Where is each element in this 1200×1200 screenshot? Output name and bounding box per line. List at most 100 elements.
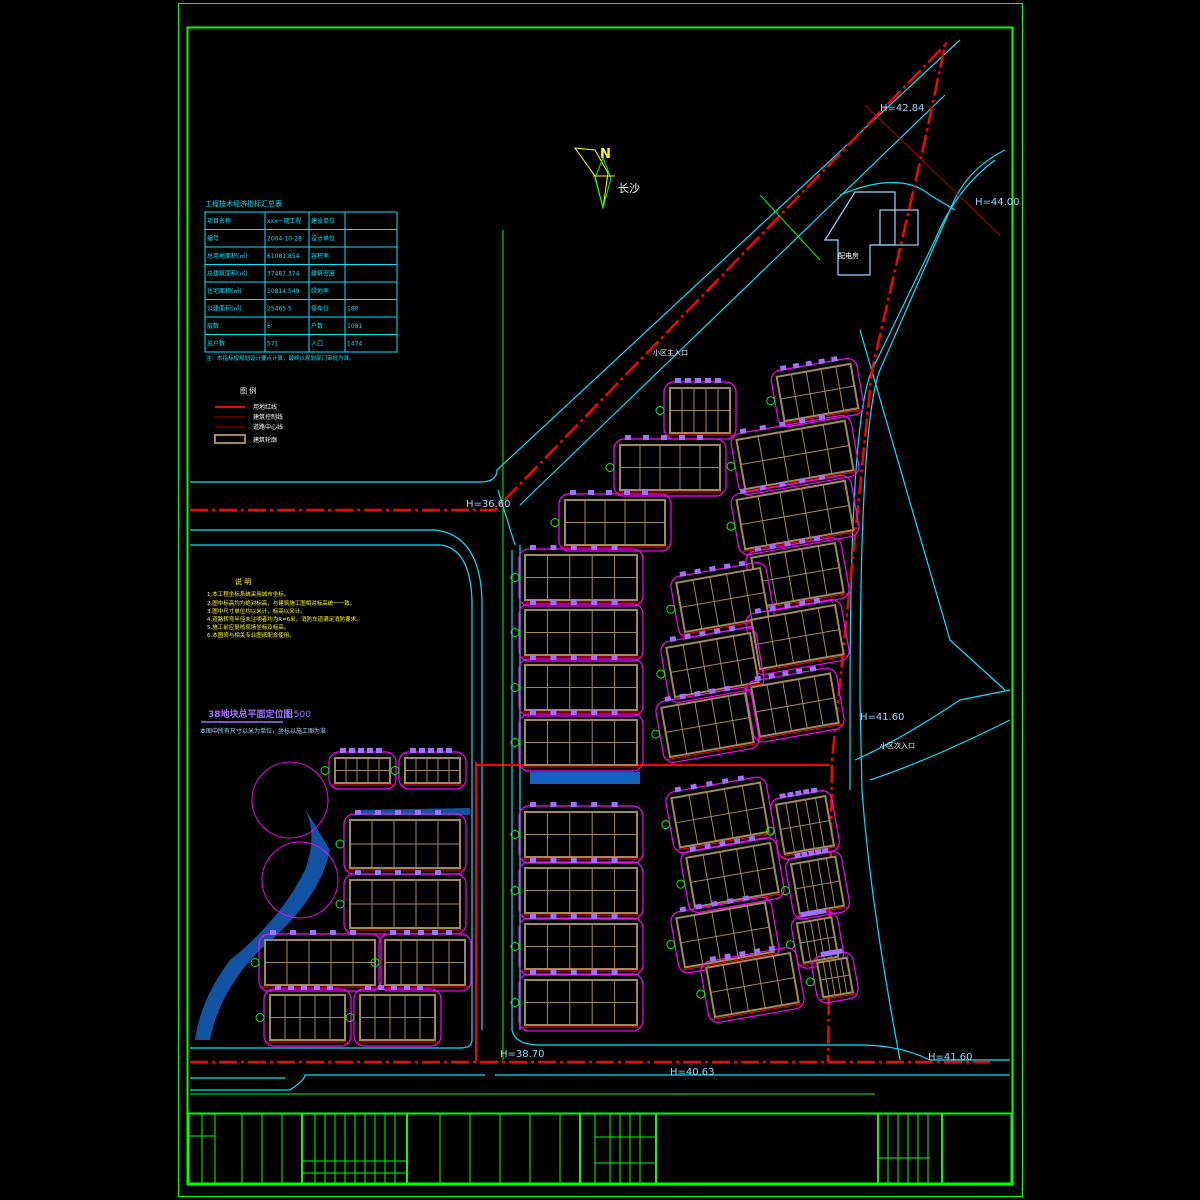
table-cell: 2004-10-28 [267,236,302,243]
notes: 1.本工程坐标系统采用城市坐标。 2.图中标高均为绝对标高，与建筑施工图相对标高… [207,590,362,639]
table-cell: 层数 [207,322,219,330]
building [666,895,780,974]
building [651,685,760,763]
note-item: 6.本图须与相关专业图纸配合使用。 [207,631,295,639]
table-cell: 1081 [347,323,362,330]
plaza-circle [251,761,329,839]
building [510,858,644,920]
building [726,474,860,556]
elevation-label: H=38.70 [500,1049,545,1060]
table-cell: 571 [267,341,279,348]
table-cell: 61081.854 [267,253,300,260]
notes-title: 说 明 [235,577,251,586]
building [605,435,727,497]
building [510,802,644,864]
building [696,945,805,1023]
note-item: 3.图中尺寸单位均以米计，标高以米计。 [207,607,306,615]
building [656,625,765,703]
drawing-title: 38地块总平面定位图 [208,708,293,720]
note-item: 1.本工程坐标系统采用城市坐标。 [207,590,289,598]
building [510,600,644,662]
table-cell: 住宅面积(㎡) [207,287,242,295]
legend-item: 建筑控制线 [253,413,283,421]
table-title: 工程技术经济指标汇总表 [205,199,282,208]
legend: 用地红线 建筑控制线 道路中心线 建筑轮廓 [214,403,283,444]
building [345,985,442,1047]
legend-title: 图 例 [240,386,256,395]
table-cell: 项目名称 [207,217,231,225]
table-cell: 容积率 [311,252,329,260]
table-cell: 25465.5 [267,306,292,313]
plant-label: 配电房 [838,251,859,260]
note-item: 2.图中标高均为绝对标高，与建筑施工图相对标高统一一致。 [207,599,355,607]
entrance-label: 小区次入口 [880,741,915,750]
table-cell: 180 [347,306,359,313]
building [335,810,467,875]
legend-item: 建筑轮廓 [253,436,277,444]
building [510,914,644,976]
table-cell: 总户数 [207,340,225,348]
title-block [187,1112,1013,1185]
roads [190,39,1011,1091]
elevation-label: H=44.00 [975,197,1020,208]
building [320,748,397,790]
building [390,748,467,790]
building [510,710,644,772]
table-note: 注：本指标按规划设计要点计算，最终以规划部门审批为准。 [206,354,355,362]
table-cell: 设计单位 [311,235,335,243]
table-cell: 户数 [311,322,323,330]
drawing-scale: 1:500 [285,710,311,720]
entrance-label: 小区主入口 [653,348,688,357]
building [255,985,352,1047]
building [676,835,785,913]
building [805,948,859,1004]
table-cell: 建筑密度 [311,270,335,278]
outer-frame [178,3,1023,1197]
building [510,970,644,1032]
building [741,665,845,743]
north-arrow-icon [573,147,615,210]
table-cell: 总用地面积(㎡) [207,252,248,260]
table-cell: xxx一期工程 [267,217,302,225]
drawing-subtitle: 本图中所有尺寸以米为单位，坐标以施工图为准 [200,727,326,735]
dimension-lines [190,194,875,1095]
building [661,775,775,854]
road-edge-north [190,39,961,483]
building [250,930,382,992]
building [510,545,644,607]
legend-item: 用地红线 [253,403,277,411]
building [766,787,840,860]
table-cell: 总建筑面积(㎡) [207,270,248,278]
elevation-label: H=41.60 [928,1052,973,1063]
building [335,870,467,935]
building [655,378,737,440]
building [370,930,472,992]
elevation-label: H=40.63 [670,1067,715,1078]
table-cell: 停车位 [311,305,329,313]
table-cell: 1474 [347,341,362,348]
table-cell: 6 [267,323,271,330]
north-label: N [600,147,611,162]
table-cell: 10814.549 [267,288,300,295]
building [780,847,850,920]
plaza-circle [261,841,339,919]
buildings [250,356,865,1047]
elevation-label: H=36.60 [466,499,511,510]
table-cell: 人口 [311,341,323,348]
building [766,356,865,428]
elevation-label: H=42.84 [880,103,925,114]
note-item: 4.道路转弯半径未注明者均为R=6米，消防车道满足消防要求。 [207,615,362,623]
place-label: 长沙 [618,182,640,195]
table-cell: 编号 [207,235,219,243]
note-item: 5.施工前应复核现场坐标及标高。 [207,623,289,631]
building [741,535,850,613]
table-cell: 建设单位 [311,217,335,225]
elevation-label: H=41.60 [860,712,905,723]
table-cell: 绿地率 [311,287,329,295]
legend-item: 道路中心线 [253,423,283,431]
building [726,414,860,496]
utility-building [823,191,919,276]
control-line [864,104,1001,236]
